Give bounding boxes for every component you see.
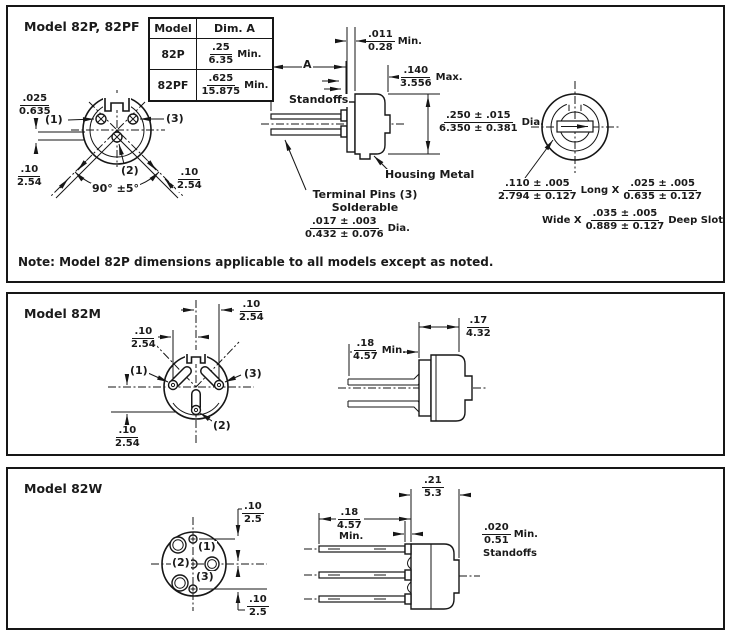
pin3-label: (3) <box>195 570 215 584</box>
terminal-pins-label: Terminal Pins (3) <box>308 188 422 202</box>
side-view-82p <box>261 27 440 191</box>
panel1-title: Model 82P, 82PF <box>24 19 140 34</box>
pin2-label: (2) <box>171 556 191 570</box>
table-cell-model: 82P <box>150 39 197 69</box>
pin2-label: (2) <box>212 419 232 433</box>
table-header-row: Model Dim. A <box>150 19 272 38</box>
front-view-82w <box>151 508 267 611</box>
standoffs-label: Standoffs <box>288 93 350 107</box>
back-view-82p <box>524 81 619 179</box>
table-header-dima: Dim. A <box>214 22 255 35</box>
drawing-82w <box>151 489 480 611</box>
pin1-label: (1) <box>129 364 149 378</box>
dim-a-ref-label: A <box>302 58 313 72</box>
pin3-label: (3) <box>243 367 263 381</box>
panel3-title: Model 82W <box>24 481 103 496</box>
pin1-label: (1) <box>44 113 64 127</box>
front-view-82p <box>33 90 185 199</box>
drawing-82p-82pf <box>33 27 619 199</box>
solderable-label: Solderable <box>308 201 422 215</box>
side-view-82w <box>304 489 480 610</box>
pin2-label: (2) <box>120 164 140 178</box>
table-cell-model: 82PF <box>150 70 197 100</box>
dim-lead-length-suffix: Min. <box>338 531 365 543</box>
table-header-model: Model <box>150 19 197 38</box>
angle-dim-label: 90° ±5° <box>91 182 141 196</box>
housing-metal-label: Housing Metal <box>384 168 476 182</box>
standoffs-label: Standoffs <box>482 548 538 560</box>
panel1-note: Note: Model 82P dimensions applicable to… <box>18 255 494 269</box>
panel2-title: Model 82M <box>24 306 101 321</box>
front-view-82m <box>108 300 254 444</box>
pin1-label: (1) <box>197 540 217 554</box>
pin3-label: (3) <box>165 112 185 126</box>
